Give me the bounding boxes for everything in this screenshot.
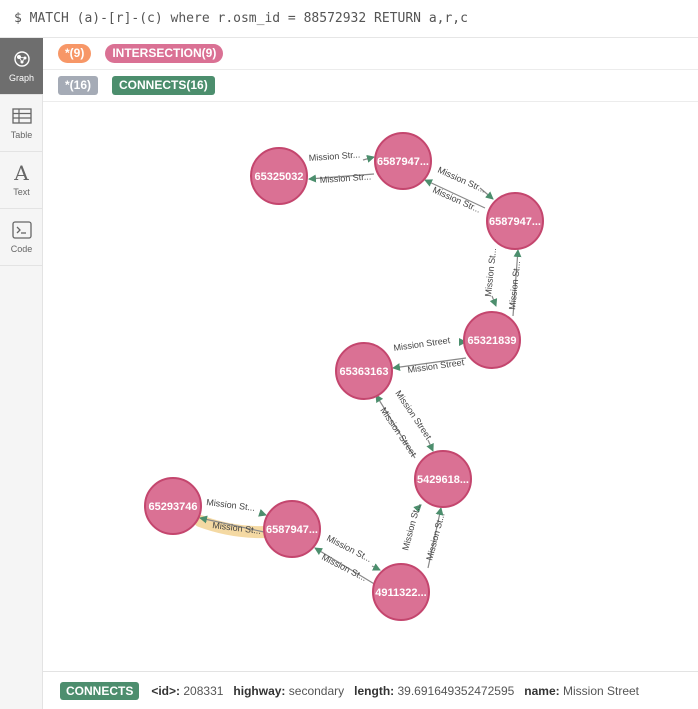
node-caption: 65293746 xyxy=(149,501,198,513)
edge-n3-n2[interactable] xyxy=(424,179,486,209)
edge-n8-n9[interactable] xyxy=(371,563,381,571)
text-view-label: Text xyxy=(13,187,30,197)
table-icon xyxy=(11,106,32,126)
edge-label: Mission St... xyxy=(400,502,422,552)
code-view-button[interactable]: Code xyxy=(0,209,43,266)
edge-label: Mission Str... xyxy=(319,171,371,185)
edge-n2-n1[interactable] xyxy=(308,173,375,183)
edge-label: Mission Str... xyxy=(308,149,360,163)
text-view-button[interactable]: A Text xyxy=(0,152,43,209)
node-caption: 65321839 xyxy=(468,335,517,347)
edge-n2-n3[interactable] xyxy=(479,187,494,200)
graph-node[interactable]: 65293746 xyxy=(144,477,202,535)
graph-node[interactable]: 65363163 xyxy=(335,342,393,400)
edge-n9-n6[interactable] xyxy=(413,504,422,513)
property-id: <id>: 208331 xyxy=(151,683,224,698)
graph-canvas[interactable]: Mission Str... Mission Str... Mission St… xyxy=(43,101,698,671)
edge-n8-n7[interactable] xyxy=(199,515,265,533)
edge-label: Mission Street xyxy=(393,335,451,353)
property-highway: highway: secondary xyxy=(233,683,345,698)
node-caption: 65325032 xyxy=(255,171,304,183)
code-icon xyxy=(11,220,32,240)
graph-node[interactable]: 5429618... xyxy=(414,450,472,508)
connects-type-pill[interactable]: CONNECTS(16) xyxy=(112,76,215,95)
property-length: length: 39.691649352472595 xyxy=(354,683,515,698)
node-legend: *(9) INTERSECTION(9) xyxy=(43,38,698,70)
inspector-status-bar: CONNECTS <id>: 208331 highway: secondary… xyxy=(43,671,698,709)
edge-n6-n5[interactable] xyxy=(375,394,416,459)
node-caption: 6587947... xyxy=(266,524,318,536)
node-caption: 6587947... xyxy=(489,216,541,228)
edge-label: Mission St... xyxy=(424,512,446,562)
edge-n6-n9[interactable] xyxy=(427,507,444,569)
edge-n7-n8[interactable] xyxy=(258,508,267,517)
edge-label: Mission St... xyxy=(507,260,522,310)
edge-n1-n2[interactable] xyxy=(362,154,375,163)
relationship-type-badge[interactable]: CONNECTS xyxy=(60,681,140,700)
graph-node[interactable]: 6587947... xyxy=(486,192,544,250)
edge-n9-n8[interactable] xyxy=(314,547,377,586)
view-sidebar: Graph Table A Text Code xyxy=(0,38,43,709)
property-name: name: Mission Street xyxy=(524,683,640,698)
graph-view-label: Graph xyxy=(8,73,34,83)
edge-label: Mission St... xyxy=(483,247,498,297)
table-view-label: Table xyxy=(10,130,33,140)
node-caption: 5429618... xyxy=(417,474,469,486)
edge-label: Mission Street xyxy=(407,357,465,375)
text-icon: A xyxy=(14,161,29,185)
node-caption: 6587947... xyxy=(377,156,429,168)
node-caption: 4911322... xyxy=(375,587,426,599)
graph-node[interactable]: 6587947... xyxy=(374,132,432,190)
all-relationships-pill[interactable]: *(16) xyxy=(58,76,99,95)
node-caption: 65363163 xyxy=(340,366,389,378)
edge-n4-n3[interactable] xyxy=(512,249,522,317)
relationship-legend: *(16) CONNECTS(16) xyxy=(43,70,698,102)
graph-node[interactable]: 6587947... xyxy=(263,500,321,558)
edge-label: Mission St... xyxy=(206,497,256,513)
code-view-label: Code xyxy=(10,244,33,254)
graph-node[interactable]: 65325032 xyxy=(250,147,308,205)
edge-n5-n6[interactable] xyxy=(426,439,434,452)
query-editor[interactable]: $ MATCH (a)-[r]-(c) where r.osm_id = 885… xyxy=(0,0,698,38)
graph-node[interactable]: 4911322... xyxy=(372,563,430,621)
graph-view-button[interactable]: Graph xyxy=(0,38,43,95)
graph-icon xyxy=(13,49,31,69)
graph-node[interactable]: 65321839 xyxy=(463,311,521,369)
edge-n3-n4[interactable] xyxy=(489,295,498,307)
edge-n4-n5[interactable] xyxy=(392,357,467,372)
intersection-label-pill[interactable]: INTERSECTION(9) xyxy=(105,44,224,63)
all-nodes-pill[interactable]: *(9) xyxy=(58,44,92,63)
table-view-button[interactable]: Table xyxy=(0,95,43,152)
